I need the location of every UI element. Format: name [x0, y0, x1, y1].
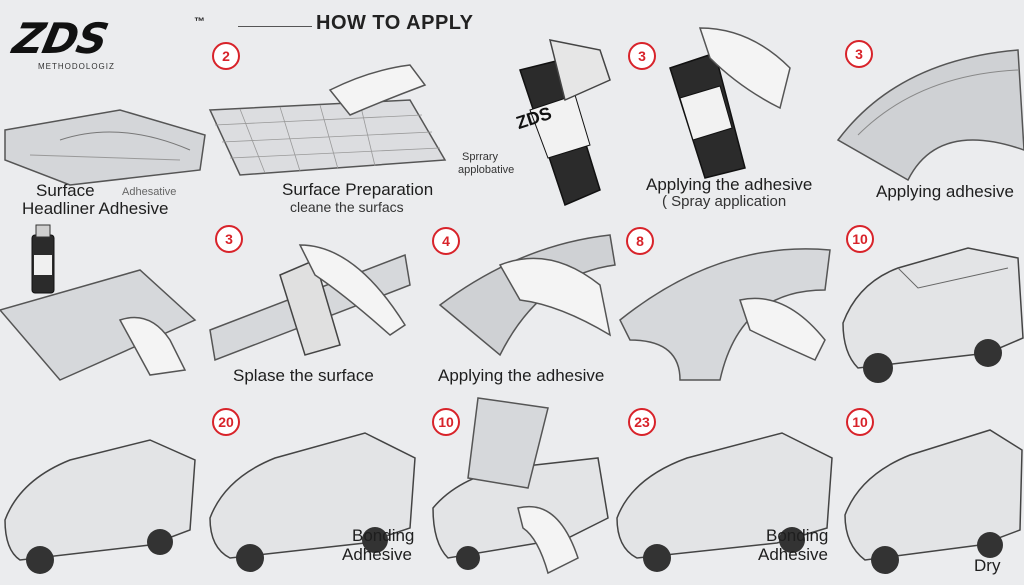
caption-dry: Dry — [974, 556, 1001, 575]
page-title: HOW TO APPLY — [316, 12, 474, 34]
grid-mat-cleaning-illustration — [208, 64, 447, 176]
caption-applying-adhesive: Applying the adhesive — [646, 175, 813, 194]
caption-bonding: Bonding — [766, 526, 829, 545]
caption-adhesive: Adhesive — [342, 545, 412, 564]
step-badge: 3 — [845, 40, 873, 68]
step-badge: 8 — [626, 227, 654, 255]
adhesive-bottle-illustration — [31, 224, 55, 294]
caption-applying-adhesive-2: Applying adhesive — [876, 182, 1014, 201]
caption-clean-surface: cleane the surfacs — [290, 199, 404, 215]
caption-adhesive: Adhesive — [758, 545, 828, 564]
step-badge: 20 — [212, 408, 240, 436]
logo-trademark: ™ — [194, 16, 205, 28]
spray-label-line2: applobative — [458, 164, 515, 176]
spray-label-line1: Sprrary — [462, 151, 499, 163]
spray-can-hand-illustration — [669, 27, 791, 179]
step-badge: 4 — [432, 227, 460, 255]
car-interior-illustration — [616, 432, 833, 572]
curved-headliner-illustration — [836, 49, 1024, 182]
spray-can-illustration — [519, 39, 611, 207]
caption-spray-application: ( Spray application — [662, 193, 787, 210]
caption-splase-surface: Splase the surface — [233, 366, 374, 385]
step-badge: 10 — [846, 225, 874, 253]
zds-logo: ZDS ™ METHODOLOGIZ — [9, 14, 214, 74]
caption-applying-the-adhesive: Applying the adhesive — [438, 366, 605, 385]
step-badge: 3 — [628, 42, 656, 70]
logo-brand: ZDS — [8, 14, 112, 63]
step-badge: 10 — [432, 408, 460, 436]
headliner-sheet-illustration — [4, 109, 206, 186]
step-badge: 10 — [846, 408, 874, 436]
step-badge: 2 — [212, 42, 240, 70]
roll-headliner-illustration — [0, 269, 197, 381]
caption-bonding: Bonding — [352, 526, 415, 545]
shaping-headliner-illustration — [619, 248, 831, 381]
spray-surface-illustration — [209, 244, 411, 362]
car-interior-illustration — [842, 247, 1024, 383]
car-interior-illustration — [844, 429, 1023, 574]
caption-surface-preparation: Surface Preparation — [282, 180, 434, 199]
step-badge: 23 — [628, 408, 656, 436]
caption-surface: Surface — [36, 181, 95, 200]
step-badge: 3 — [215, 225, 243, 253]
headliner-install-car-illustration — [432, 397, 609, 575]
caption-headliner-adhesive: Headliner Adhesive — [22, 199, 169, 218]
title-rule — [238, 26, 312, 27]
logo-tagline: METHODOLOGIZ — [38, 62, 115, 71]
applying-headliner-illustration — [438, 234, 616, 357]
car-interior-illustration — [4, 439, 196, 574]
caption-adhesative: Adhesative — [122, 186, 177, 198]
car-interior-illustration — [209, 432, 416, 572]
